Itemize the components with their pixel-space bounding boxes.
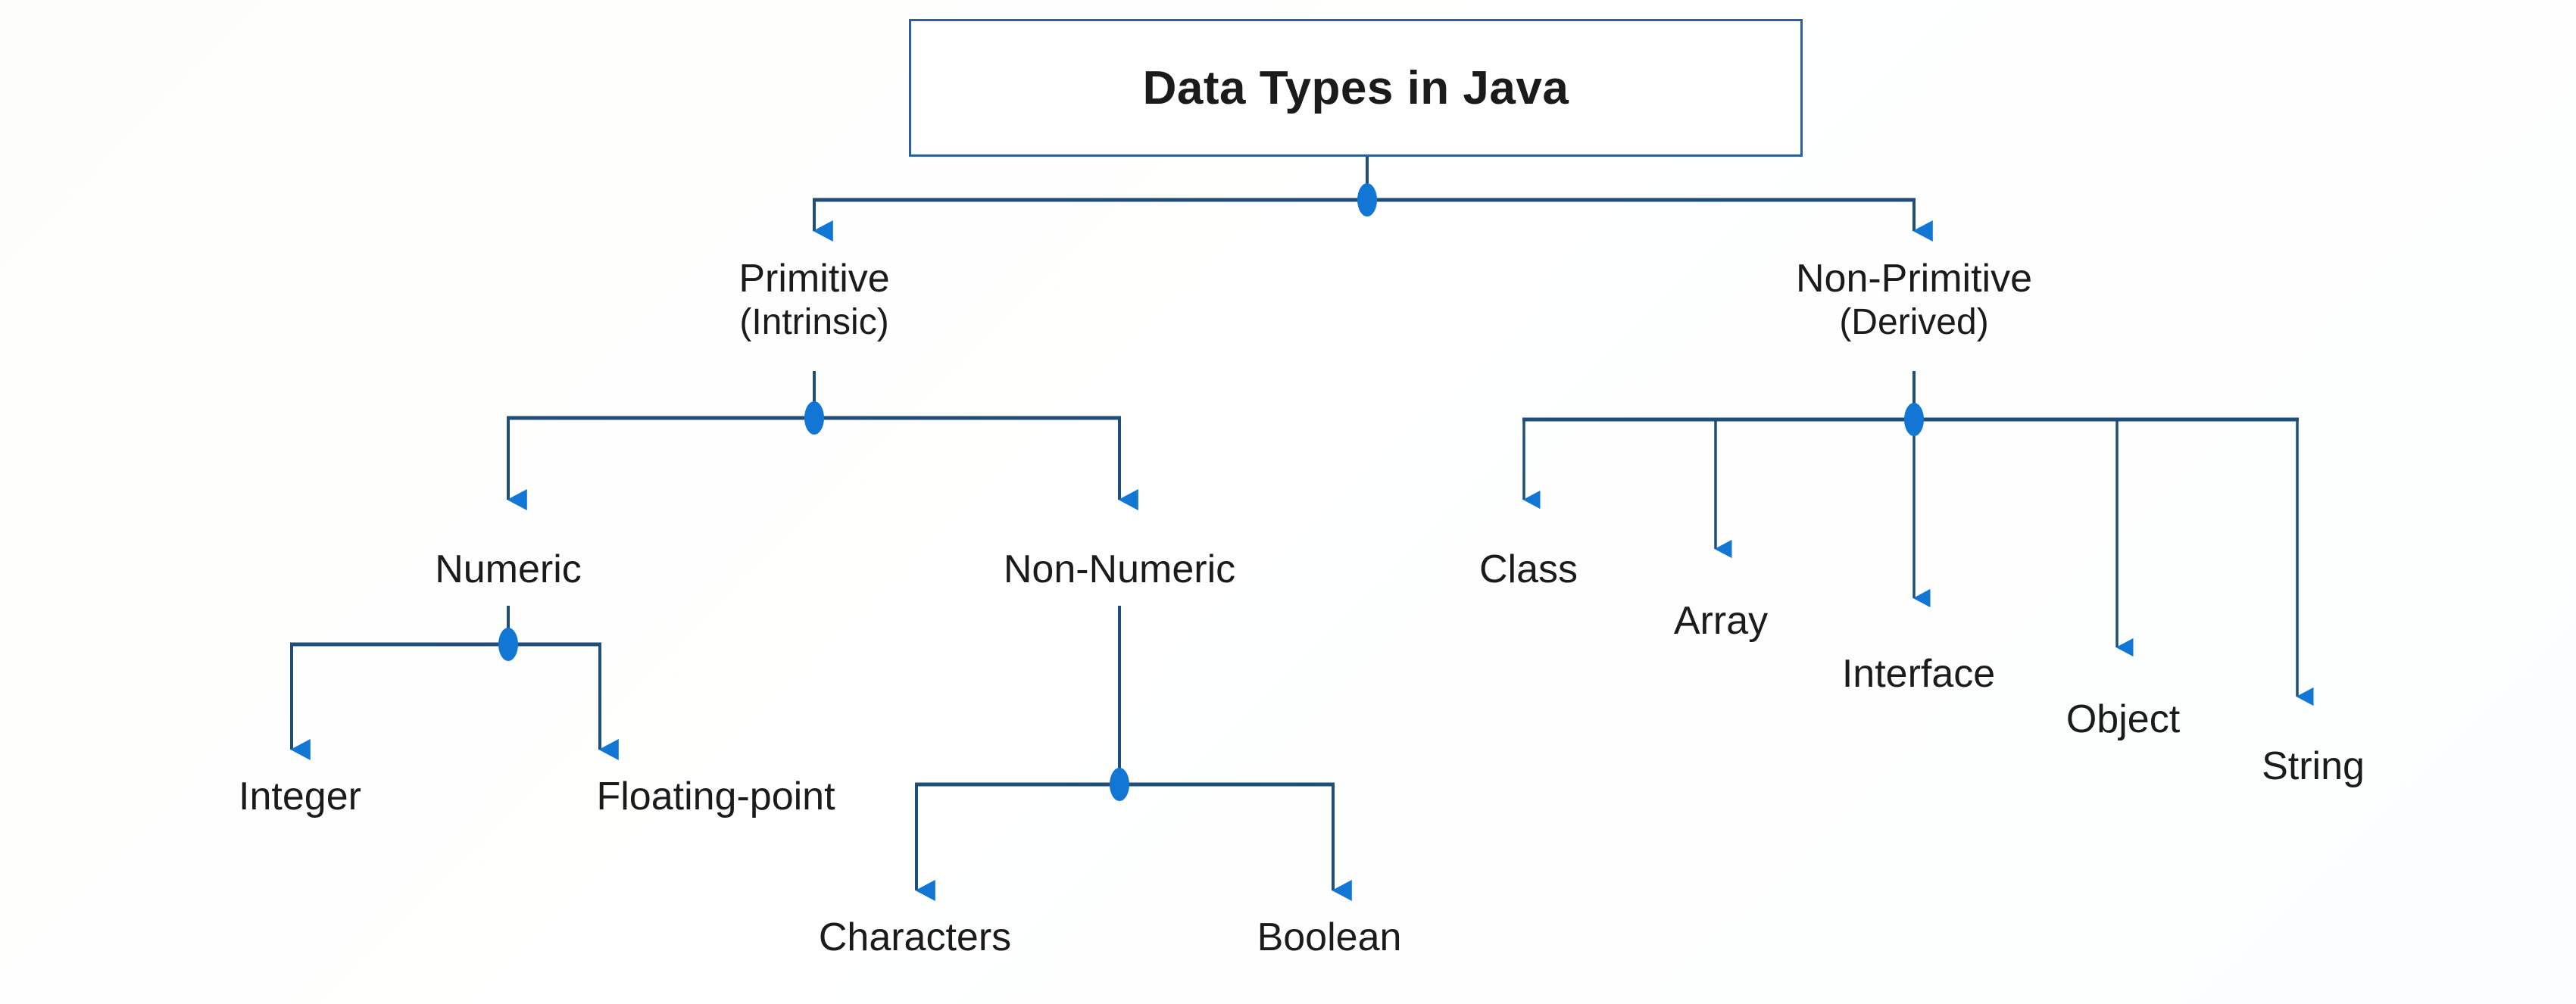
node-floating-point[interactable]: Floating-point (596, 775, 835, 818)
node-numeric[interactable]: Numeric (435, 547, 582, 591)
junction-dot-non-numeric (1110, 768, 1129, 801)
junction-dot-numeric (498, 628, 518, 661)
node-non-numeric[interactable]: Non-Numeric (1003, 547, 1236, 591)
node-characters[interactable]: Characters (818, 915, 1012, 959)
junction-dot-primitive (804, 401, 824, 435)
junction-dot-root (1357, 183, 1377, 217)
node-primitive-label: Primitive (738, 257, 890, 301)
node-boolean[interactable]: Boolean (1257, 915, 1402, 959)
node-primitive[interactable]: Primitive (Intrinsic) (738, 256, 889, 344)
node-non-primitive-sublabel: (Derived) (1839, 302, 1989, 343)
node-integer[interactable]: Integer (239, 775, 361, 818)
node-non-primitive[interactable]: Non-Primitive (Derived) (1796, 256, 2032, 344)
node-non-primitive-label: Non-Primitive (1795, 257, 2033, 301)
root-node-box[interactable]: Data Types in Java (909, 19, 1803, 157)
junction-dot-non-primitive (1904, 403, 1924, 436)
node-interface[interactable]: Interface (1841, 652, 1996, 696)
node-object[interactable]: Object (2065, 697, 2181, 741)
node-class[interactable]: Class (1478, 547, 1578, 591)
node-primitive-sublabel: (Intrinsic) (739, 302, 889, 343)
node-string[interactable]: String (2262, 744, 2365, 788)
page-title: Data Types in Java (1142, 61, 1569, 114)
node-array[interactable]: Array (1673, 599, 1769, 643)
